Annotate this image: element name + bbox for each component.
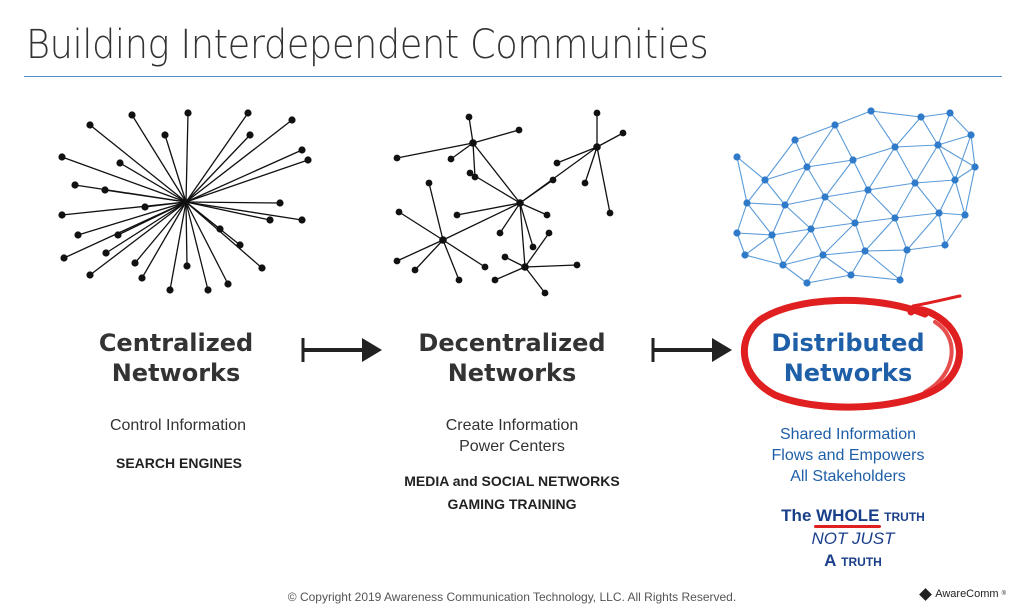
copyright-footer: © Copyright 2019 Awareness Communication… bbox=[287, 590, 737, 604]
centralized-description: Control Information bbox=[109, 417, 247, 434]
page-title: Building Interdependent Communities bbox=[26, 22, 709, 68]
logo-mark-icon bbox=[919, 587, 933, 601]
truth-statement: The WHOLE TRUTH NOT JUST A TRUTH bbox=[781, 506, 925, 570]
arrow-right-icon bbox=[301, 338, 382, 362]
company-logo: AwareComm® bbox=[919, 587, 1006, 601]
centralized-examples: SEARCH ENGINES bbox=[115, 455, 243, 471]
title-divider bbox=[24, 76, 1002, 77]
arrow-right-icon bbox=[651, 338, 732, 362]
distributed-network-diagram bbox=[733, 107, 979, 287]
highlight-circle bbox=[741, 294, 963, 411]
centralized-network-diagram bbox=[58, 109, 312, 294]
decentralized-network-diagram bbox=[393, 109, 627, 297]
